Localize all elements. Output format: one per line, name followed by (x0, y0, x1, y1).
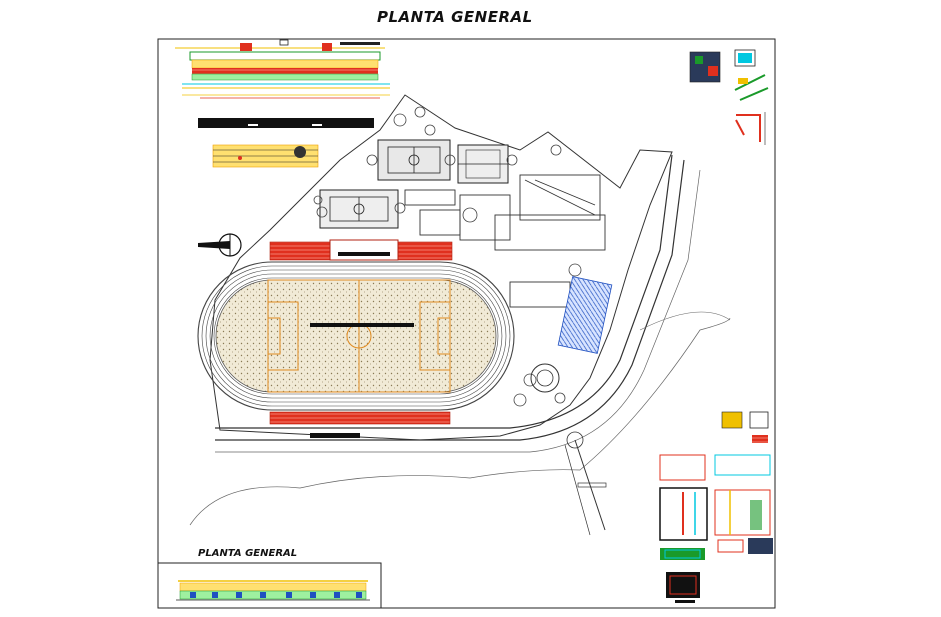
north-arrow-icon (198, 233, 242, 257)
main-stand (269, 239, 453, 261)
bottom-elevation (176, 580, 370, 601)
midfield-label-bar (310, 323, 414, 327)
site-boundary (209, 94, 673, 441)
top-right-details (689, 49, 769, 145)
section-detail (212, 144, 319, 168)
building-cluster (404, 174, 606, 308)
running-track (197, 261, 515, 411)
infield-grass (215, 279, 497, 393)
roundabout (530, 363, 584, 449)
elevation-frame (157, 562, 382, 609)
south-stand (269, 411, 451, 425)
access-road (215, 154, 673, 429)
football-pitch (267, 279, 451, 393)
trees (313, 106, 582, 407)
volley-court (457, 144, 509, 184)
sheet-frame (157, 38, 776, 609)
elevation-title: PLANTA GENERAL (198, 548, 298, 559)
scale-bar (198, 118, 374, 128)
top-elevation-detail (175, 39, 390, 99)
side-bleachers (557, 276, 613, 354)
drawing-title: PLANTA GENERAL (377, 8, 533, 26)
basketball-court (319, 189, 399, 229)
football-court-small (377, 139, 451, 181)
bottom-right-details (659, 411, 773, 603)
terrain-contour (189, 317, 731, 526)
